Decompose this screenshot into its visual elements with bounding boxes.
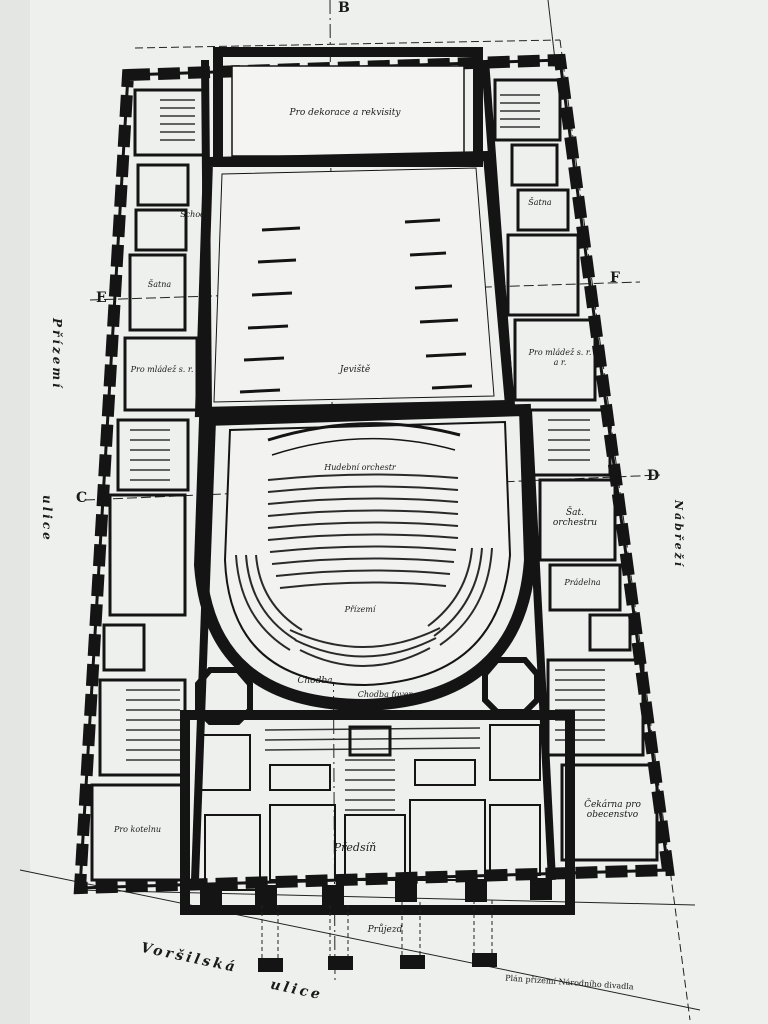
- section-marker-b: B: [338, 0, 350, 16]
- room-label-right-small: Šat. orchestru: [552, 508, 598, 528]
- seating-rows: [235, 473, 493, 667]
- room-label-vestibule: Předsíň: [333, 841, 377, 854]
- room-label-right-middle: Pro mládež s. r. a r.: [528, 348, 592, 367]
- canopy-lines: [261, 900, 493, 958]
- room-label-driveway: Průjezd: [367, 925, 403, 935]
- room-label-stair: Schody: [180, 210, 210, 219]
- left-rooms: [90, 88, 207, 882]
- room-label-left-upper: Šatna: [147, 280, 172, 289]
- room-label-laundry: Prádelna: [564, 578, 601, 587]
- section-marker-e: E: [96, 290, 107, 306]
- street-label-left-2: ulice: [40, 495, 54, 543]
- room-label-waiting: Čekárna pro obecenstvo: [584, 800, 641, 820]
- room-label-stage-storage: Pro dekorace a rekvisity: [289, 108, 401, 118]
- street-label-right: Nábřeží: [672, 500, 685, 570]
- section-marker-d: D: [647, 468, 660, 484]
- vestibule-block: [180, 710, 575, 915]
- partitions: [191, 59, 556, 881]
- room-label-orchestra: Hudební orchestr: [324, 463, 396, 472]
- room-label-left-mid: Pro mládež s. r.: [130, 365, 194, 374]
- outer-walls: [73, 53, 675, 895]
- section-marker-f: F: [610, 270, 620, 286]
- street-label-left: Přízemí: [50, 318, 64, 391]
- stage-traps: [239, 218, 473, 394]
- entrance-columns: [200, 878, 552, 972]
- room-label-stage: Jeviště: [339, 365, 371, 375]
- right-rooms: [493, 78, 659, 862]
- stage-block: [194, 47, 516, 418]
- room-label-parterre: Přízemí: [344, 605, 376, 614]
- room-label-boiler: Pro kotelnu: [113, 825, 162, 834]
- room-label-foyer: Chodba foyer: [357, 690, 413, 699]
- section-marker-c: C: [76, 490, 88, 506]
- room-label-right-upper: Šatna: [528, 198, 552, 207]
- room-label-corridor: Chodba: [297, 676, 333, 686]
